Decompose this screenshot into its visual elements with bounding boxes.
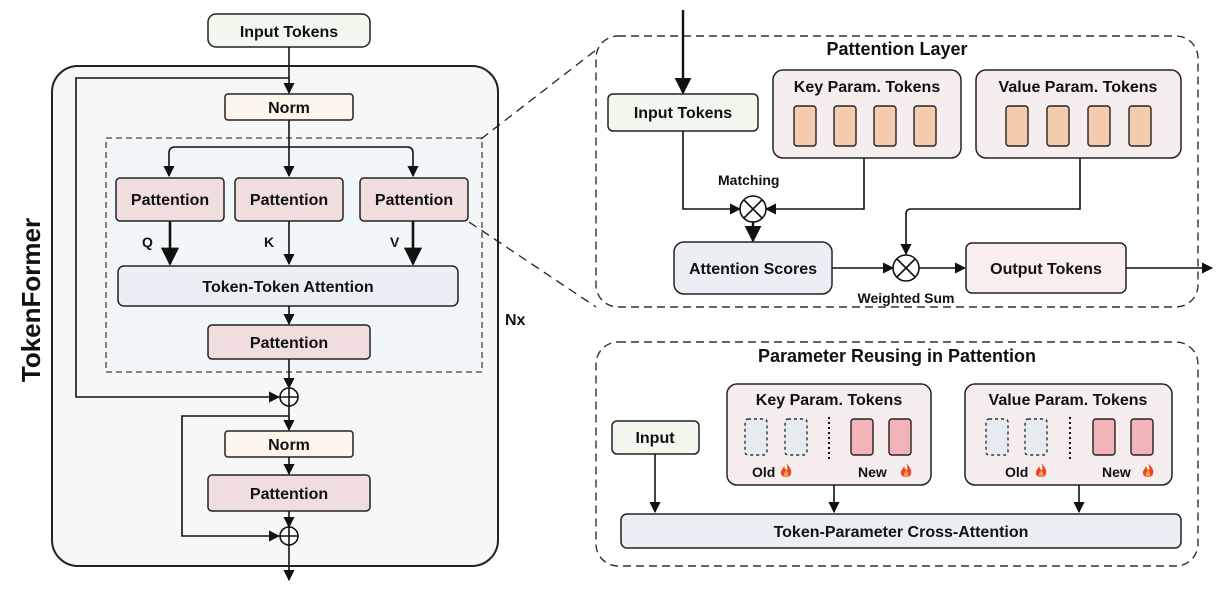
param-reuse-title: Parameter Reusing in Pattention — [758, 346, 1036, 366]
flow-value-sum — [900, 158, 1081, 256]
new-label: New — [858, 464, 887, 480]
token-token-attention-label: Token-Token Attention — [202, 279, 373, 296]
pattention-ffn-label: Pattention — [250, 486, 328, 503]
pl-value-token — [1128, 105, 1152, 147]
weighted-sum-label: Weighted Sum — [858, 290, 955, 306]
old-value-label: Old — [1005, 464, 1028, 480]
pl-value-token — [1005, 105, 1029, 147]
old-key-token — [744, 418, 768, 456]
old-label: Old — [752, 464, 775, 480]
reuse-key-group — [726, 383, 932, 486]
cross-attention-label: Token-Parameter Cross-Attention — [774, 524, 1029, 541]
pl-value-group-label: Value Param. Tokens — [999, 79, 1158, 96]
new-key-token — [850, 418, 874, 456]
add-icon-1 — [279, 387, 299, 407]
matching-multiply-icon — [739, 195, 767, 223]
old-key-token — [784, 418, 808, 456]
reuse-input-label: Input — [635, 430, 675, 447]
attention-scores-label: Attention Scores — [689, 261, 817, 278]
new-key-token — [888, 418, 912, 456]
norm-label-top: Norm — [268, 100, 310, 117]
norm-box-top — [224, 93, 354, 121]
pattention-v-label: Pattention — [375, 192, 453, 209]
pl-key-token — [873, 105, 897, 147]
flow-key-match — [764, 158, 865, 215]
input-tokens-label: Input Tokens — [240, 24, 338, 41]
norm-label-bottom: Norm — [268, 437, 310, 454]
q-label: Q — [142, 234, 153, 250]
residual-path-2 — [181, 415, 289, 542]
residual-path-1 — [75, 77, 289, 403]
token-token-attention-box — [117, 265, 459, 307]
old-value-token — [1024, 418, 1048, 456]
k-label: K — [264, 234, 274, 250]
old-value-token — [985, 418, 1009, 456]
pl-key-token — [913, 105, 937, 147]
matching-label: Matching — [718, 172, 779, 188]
new-value-token — [1130, 418, 1154, 456]
flow-input-match — [682, 131, 742, 215]
weighted-sum-multiply-icon — [892, 254, 920, 282]
pl-key-token — [833, 105, 857, 147]
pl-input-tokens-label: Input Tokens — [634, 105, 732, 122]
new-value-label: New — [1102, 464, 1131, 480]
zoom-connector-bottom — [468, 221, 597, 308]
pattention-layer-title: Pattention Layer — [826, 39, 967, 59]
pattention-q-label: Pattention — [131, 192, 209, 209]
pl-value-token — [1046, 105, 1070, 147]
cross-attention-box — [620, 513, 1182, 549]
v-label: V — [390, 234, 400, 250]
nx-label: Nx — [505, 312, 526, 329]
reuse-key-group-label: Key Param. Tokens — [756, 392, 903, 409]
pl-key-token — [793, 105, 817, 147]
pl-value-token — [1087, 105, 1111, 147]
tokenformer-side-title: TokenFormer — [16, 218, 46, 382]
new-value-token — [1092, 418, 1116, 456]
zoom-connector-top — [480, 49, 597, 140]
flow-split-v — [289, 146, 419, 178]
flow-split-q — [163, 146, 289, 178]
pl-key-group-label: Key Param. Tokens — [794, 79, 941, 96]
pattention-k-label: Pattention — [250, 192, 328, 209]
reuse-value-group — [964, 383, 1173, 486]
pattention-out-label: Pattention — [250, 335, 328, 352]
reuse-value-group-label: Value Param. Tokens — [989, 392, 1148, 409]
add-icon-2 — [279, 526, 299, 546]
output-tokens-label: Output Tokens — [990, 261, 1102, 278]
